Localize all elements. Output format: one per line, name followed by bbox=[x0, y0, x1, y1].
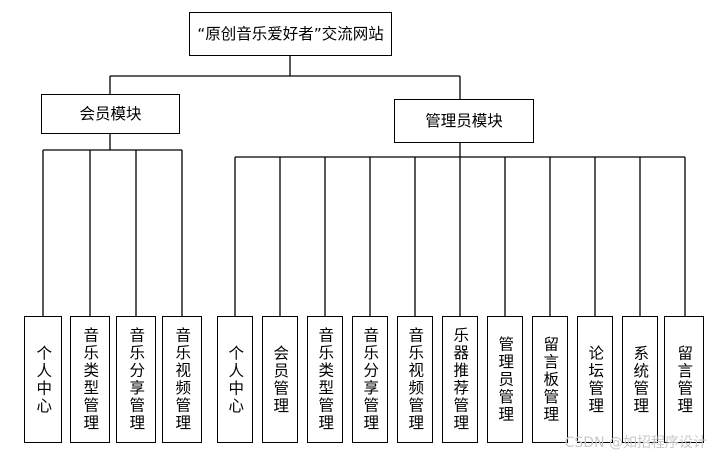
admin-child-label: 乐器推荐管理 bbox=[451, 327, 470, 432]
admin-child-node: 系统管理 bbox=[622, 316, 658, 443]
member-child-node: 音乐视频管理 bbox=[162, 316, 202, 443]
admin-module-label: 管理员模块 bbox=[425, 112, 503, 130]
admin-child-label: 留言管理 bbox=[675, 344, 694, 415]
admin-child-label: 个人中心 bbox=[226, 344, 245, 415]
root-label: “原创音乐爱好者”交流网站 bbox=[197, 25, 384, 43]
admin-child-label: 系统管理 bbox=[631, 344, 650, 415]
admin-child-node: 个人中心 bbox=[217, 316, 253, 443]
admin-child-node: 留言管理 bbox=[664, 316, 704, 443]
admin-child-label: 留言板管理 bbox=[541, 335, 560, 424]
admin-child-node: 音乐分享管理 bbox=[352, 316, 388, 443]
admin-child-label: 音乐分享管理 bbox=[361, 327, 380, 432]
admin-child-label: 音乐类型管理 bbox=[316, 327, 335, 432]
member-child-label: 音乐分享管理 bbox=[127, 327, 146, 432]
member-child-label: 个人中心 bbox=[34, 344, 53, 415]
admin-child-node: 音乐类型管理 bbox=[307, 316, 343, 443]
member-child-node: 音乐类型管理 bbox=[70, 316, 110, 443]
member-module-node: 会员模块 bbox=[41, 94, 180, 134]
admin-child-label: 音乐视频管理 bbox=[406, 327, 425, 432]
member-child-label: 音乐类型管理 bbox=[81, 327, 100, 432]
root-node: “原创音乐爱好者”交流网站 bbox=[189, 12, 392, 56]
member-module-label: 会员模块 bbox=[79, 105, 142, 123]
admin-child-node: 音乐视频管理 bbox=[397, 316, 433, 443]
watermark: CSDN @如招程序设计 bbox=[564, 435, 707, 451]
member-child-label: 音乐视频管理 bbox=[173, 327, 192, 432]
admin-child-node: 留言板管理 bbox=[532, 316, 568, 443]
admin-child-node: 管理员管理 bbox=[487, 316, 523, 443]
admin-child-node: 会员管理 bbox=[262, 316, 298, 443]
member-child-node: 个人中心 bbox=[24, 316, 62, 443]
member-child-node: 音乐分享管理 bbox=[116, 316, 156, 443]
admin-child-label: 管理员管理 bbox=[496, 335, 515, 424]
admin-child-label: 会员管理 bbox=[271, 344, 290, 415]
admin-child-label: 论坛管理 bbox=[586, 344, 605, 415]
admin-module-node: 管理员模块 bbox=[394, 99, 534, 143]
admin-child-node: 论坛管理 bbox=[577, 316, 613, 443]
admin-child-node: 乐器推荐管理 bbox=[442, 316, 478, 443]
